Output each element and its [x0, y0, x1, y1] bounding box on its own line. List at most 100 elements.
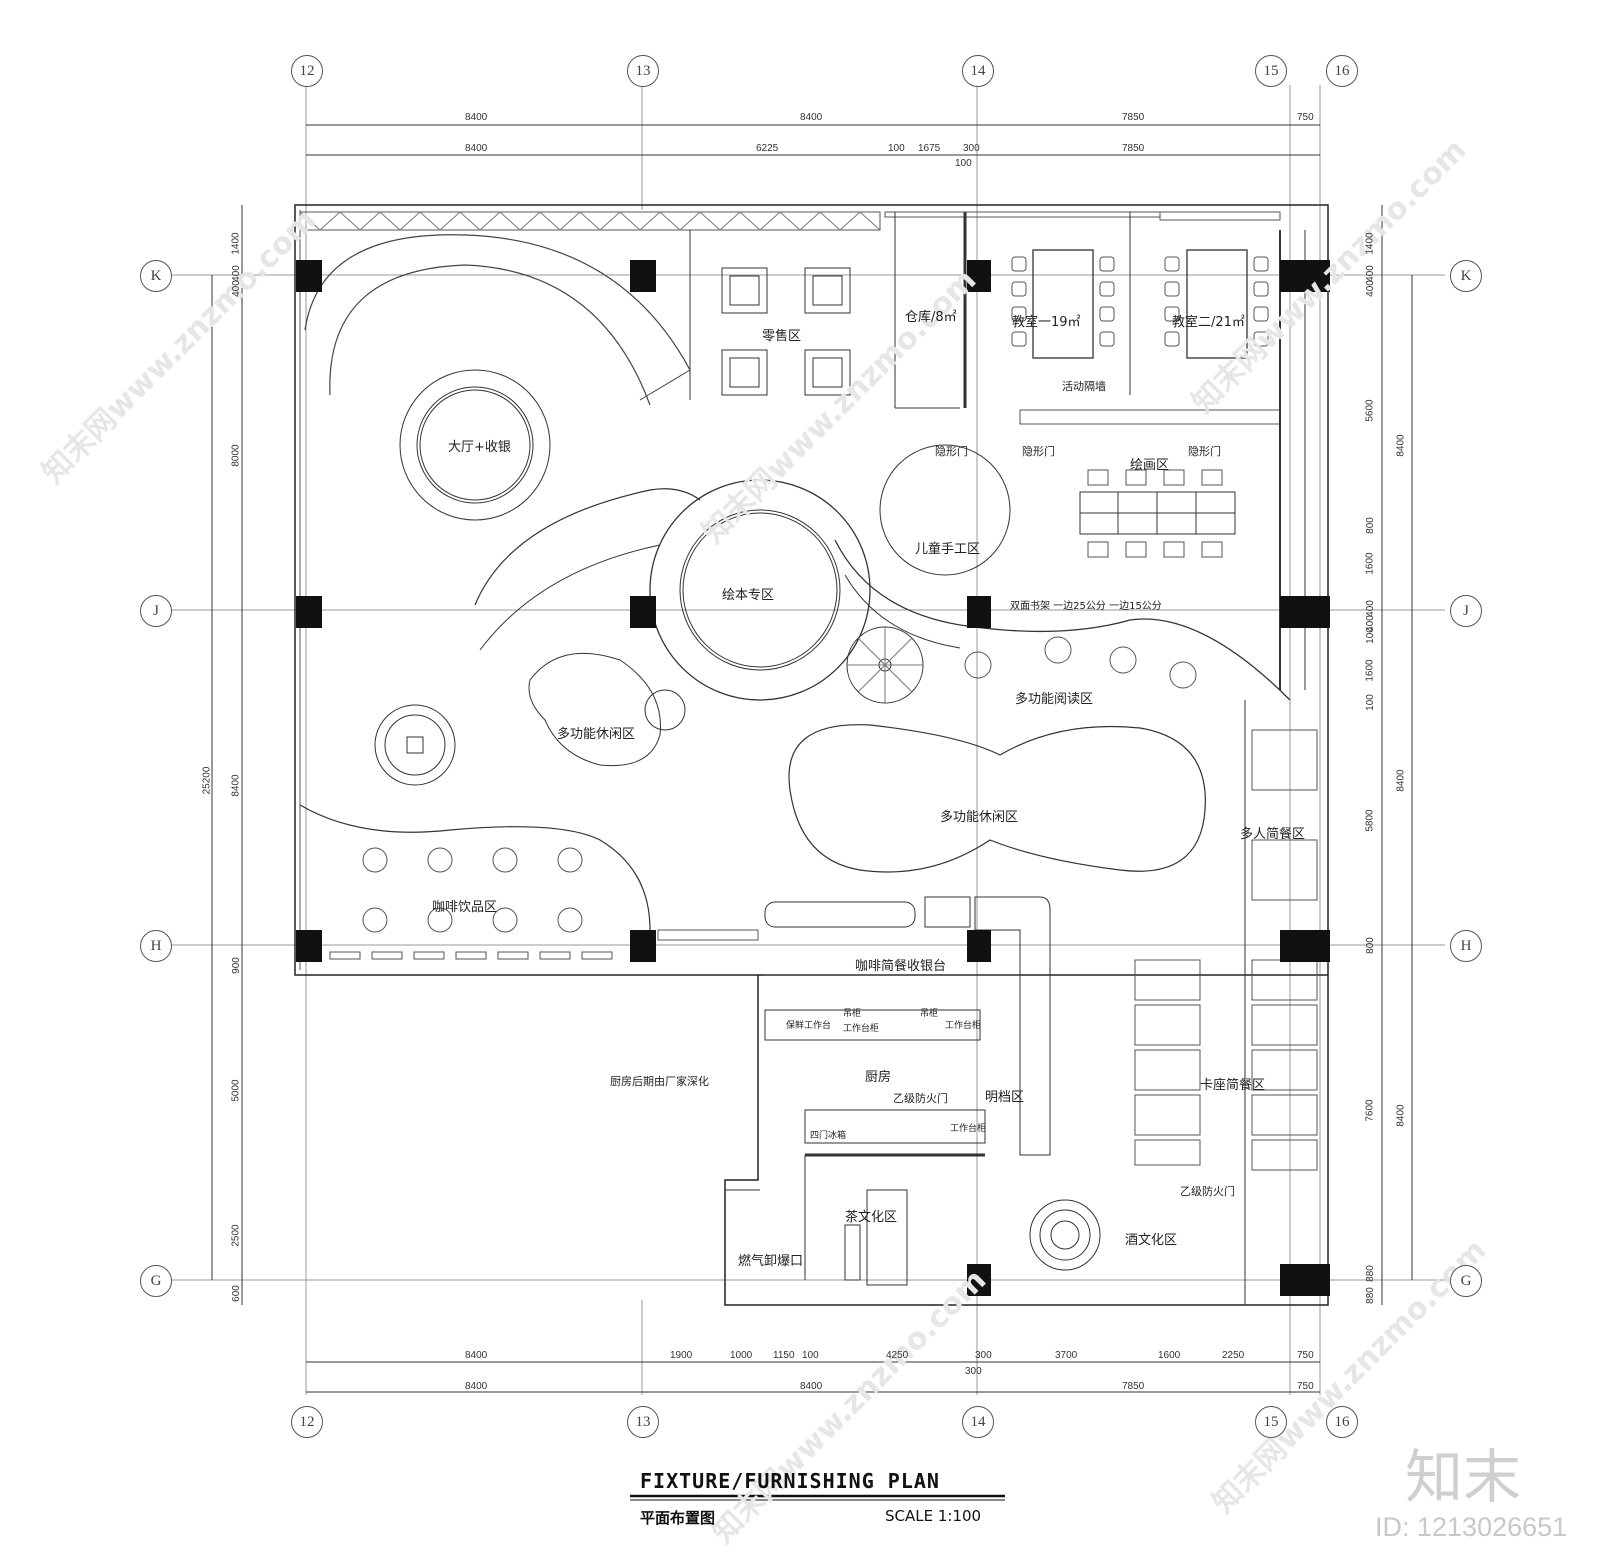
watermark-logo: 知末 — [1405, 1443, 1522, 1511]
grid-bubble-right-G: G — [1450, 1265, 1482, 1297]
wall-cabinet-label: 吊柜 — [920, 1009, 939, 1019]
kitchen-note: 厨房后期由厂家深化 — [610, 1075, 709, 1088]
dim-right-outer: 8400 — [1395, 434, 1407, 457]
dim-bottom-inner: 4250 — [886, 1350, 909, 1361]
dim-top-outer: 750 — [1297, 112, 1314, 123]
dim-top-outer: 8400 — [465, 112, 488, 123]
dim-bottom-outer: 7850 — [1122, 1381, 1145, 1392]
dim-right-outer: 8400 — [1395, 769, 1407, 792]
dim-right-inner: 800 — [1364, 517, 1376, 534]
dim-left-inner: 8400 — [230, 774, 242, 797]
dim-top-inner: 300 — [963, 143, 980, 154]
dim-left-inner: 2500 — [230, 1224, 242, 1247]
dim-right-inner: 100 — [1364, 694, 1376, 711]
dim-bottom-inner: 1000 — [730, 1350, 753, 1361]
room-label-classroom1: 教室一19㎡ — [1012, 315, 1081, 330]
grid-bubble-top-16: 16 — [1326, 55, 1358, 87]
dim-bottom-inner: 1600 — [1158, 1350, 1181, 1361]
room-label-reading: 多功能阅读区 — [1015, 692, 1094, 707]
dim-right-inner: 1600 — [1364, 659, 1376, 682]
room-label-storage: 仓库/8㎡ — [905, 310, 957, 325]
watermark-id: ID: 1213026651 — [1375, 1512, 1568, 1542]
grid-bubble-left-J: J — [140, 595, 172, 627]
grid-bubble-left-H: H — [140, 930, 172, 962]
dim-right-inner: 5600 — [1364, 399, 1376, 422]
dim-right-inner: 100 — [1364, 627, 1376, 644]
room-label-leisure-left: 多功能休闲区 — [557, 727, 636, 742]
room-label-gas: 燃气卸爆口 — [738, 1254, 804, 1269]
grid-bubble-top-15: 15 — [1255, 55, 1287, 87]
dim-bottom-inner: 1900 — [670, 1350, 693, 1361]
grid-bubble-right-J: J — [1450, 595, 1482, 627]
dim-right-inner: 1400 — [1364, 232, 1376, 255]
room-label-classroom2: 教室二/21㎡ — [1172, 315, 1245, 330]
room-label-tea: 茶文化区 — [845, 1210, 898, 1225]
room-label-retail: 零售区 — [762, 329, 802, 344]
room-label-kids-craft: 儿童手工区 — [915, 542, 981, 557]
dim-right-inner: 5800 — [1364, 809, 1376, 832]
grid-bubble-left-K: K — [140, 260, 172, 292]
fridge-label: 四门冰箱 — [810, 1131, 847, 1141]
room-label-booth-dining: 卡座简餐区 — [1200, 1078, 1266, 1093]
grid-bubble-bottom-15: 15 — [1255, 1406, 1287, 1438]
dim-right-inner: 880 — [1364, 1287, 1376, 1304]
room-label-painting: 绘画区 — [1130, 458, 1170, 473]
drawing-title: FIXTURE/FURNISHING PLAN — [640, 1469, 940, 1493]
dim-right-inner: 880 — [1364, 1265, 1376, 1282]
dim-bottom-outer-extra: 300 — [965, 1366, 982, 1377]
grid-bubble-bottom-13: 13 — [627, 1406, 659, 1438]
dim-left-inner: 5000 — [230, 1079, 242, 1102]
dim-bottom-inner: 750 — [1297, 1350, 1314, 1361]
dim-left-inner: 600 — [230, 1285, 242, 1302]
dim-bottom-outer: 8400 — [800, 1381, 823, 1392]
hidden-door-label: 隐形门 — [1022, 445, 1055, 458]
work-cabinet-label: 工作台柜 — [945, 1021, 982, 1031]
drawing-scale: SCALE 1:100 — [885, 1507, 982, 1525]
dim-right-inner: 400 — [1364, 280, 1376, 297]
dim-left-inner: 900 — [230, 957, 242, 974]
dim-top-inner: 8400 — [465, 143, 488, 154]
grid-bubble-top-12: 12 — [291, 55, 323, 87]
drawing-subtitle: 平面布置图 — [640, 1509, 716, 1527]
work-cabinet-label: 工作台柜 — [843, 1024, 880, 1034]
grid-bubble-left-G: G — [140, 1265, 172, 1297]
dim-left-inner: 400 — [230, 280, 242, 297]
dim-top-inner: 6225 — [756, 143, 779, 154]
grid-bubble-bottom-16: 16 — [1326, 1406, 1358, 1438]
grid-bubble-right-K: K — [1450, 260, 1482, 292]
fire-door-label: 乙级防火门 — [893, 1092, 948, 1105]
grid-bubble-bottom-14: 14 — [962, 1406, 994, 1438]
grid-bubble-right-H: H — [1450, 930, 1482, 962]
dim-bottom-inner: 3700 — [1055, 1350, 1078, 1361]
dim-right-outer: 8400 — [1395, 1104, 1407, 1127]
room-label-group-dining: 多人简餐区 — [1240, 827, 1306, 842]
grid-bubble-top-14: 14 — [962, 55, 994, 87]
hidden-door-label: 隐形门 — [1188, 445, 1221, 458]
dim-left-inner: 8000 — [230, 444, 242, 467]
dim-bottom-inner: 8400 — [465, 1350, 488, 1361]
dim-top-inner: 1675 — [918, 143, 941, 154]
dim-right-inner: 800 — [1364, 937, 1376, 954]
dim-top-outer: 7850 — [1122, 112, 1145, 123]
dim-bottom-inner: 1150 — [773, 1350, 795, 1361]
dim-top-inner: 7850 — [1122, 143, 1145, 154]
fire-door-label: 乙级防火门 — [1180, 1185, 1235, 1198]
dim-right-inner: 1600 — [1364, 552, 1376, 575]
partition-label: 活动隔墙 — [1062, 380, 1106, 393]
dim-left-total: 25200 — [201, 766, 213, 795]
room-label-picture-book: 绘本专区 — [722, 588, 775, 603]
work-counter-label: 工作台柜 — [950, 1124, 987, 1134]
grid-bubble-bottom-12: 12 — [291, 1406, 323, 1438]
wall-cabinet-label: 吊柜 — [843, 1009, 862, 1019]
dim-top-inner: 100 — [888, 143, 905, 154]
dim-bottom-inner: 300 — [975, 1350, 992, 1361]
dim-left-inner: 1400 — [230, 232, 242, 255]
room-label-kitchen: 厨房 — [865, 1070, 892, 1085]
dim-bottom-outer: 750 — [1297, 1381, 1314, 1392]
dim-top-inner-extra: 100 — [955, 158, 972, 169]
bookshelf-note: 双面书架 一边25公分 一边15公分 — [1010, 601, 1162, 612]
room-label-coffee-drinks: 咖啡饮品区 — [432, 900, 498, 915]
grid-bubble-top-13: 13 — [627, 55, 659, 87]
dim-bottom-inner: 2250 — [1222, 1350, 1245, 1361]
